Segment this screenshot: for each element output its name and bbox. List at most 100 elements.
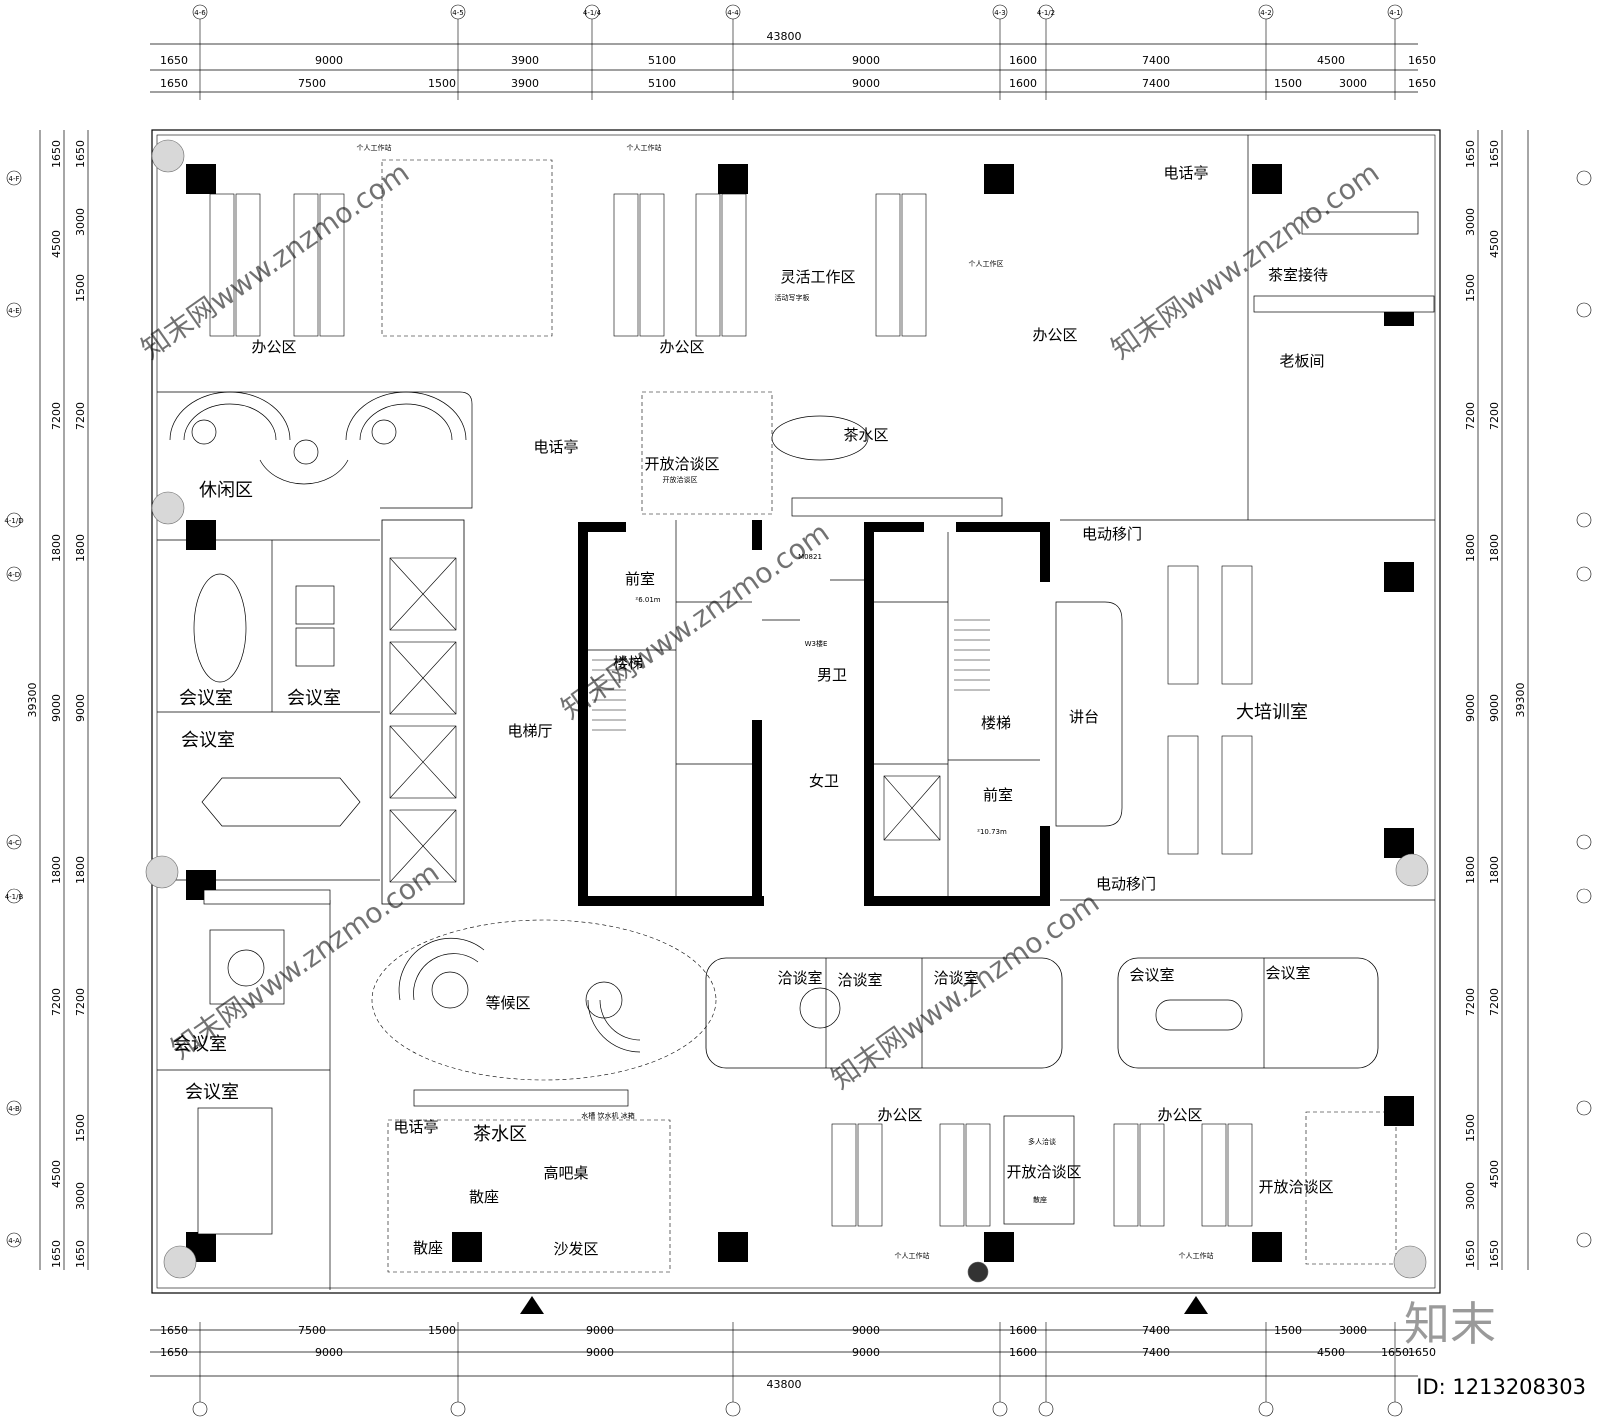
plant-icon bbox=[1393, 1245, 1427, 1279]
dim: 7500 bbox=[298, 77, 326, 90]
room-label-tea: 茶水区 bbox=[473, 1124, 527, 1145]
dim: 1650 bbox=[1381, 1346, 1409, 1359]
brand-logo: 知末 bbox=[1404, 1297, 1496, 1351]
small-label: 散座 bbox=[1033, 1195, 1047, 1204]
meeting-tables bbox=[193, 415, 1243, 1235]
dim-total-top: 43800 bbox=[767, 30, 802, 43]
room-label-podium: 讲台 bbox=[1069, 708, 1099, 726]
dim: 4500 bbox=[50, 230, 63, 258]
dim: 1500 bbox=[428, 1324, 456, 1337]
dim: 1800 bbox=[1464, 856, 1477, 884]
dim: 1800 bbox=[1464, 534, 1477, 562]
dim: 7400 bbox=[1142, 1346, 1170, 1359]
desk-clusters bbox=[209, 193, 1253, 1227]
dim: 4500 bbox=[1488, 230, 1501, 258]
axis-label: 4-E bbox=[8, 307, 19, 315]
room-label-flex: 灵活工作区 bbox=[780, 268, 855, 286]
dim: 1650 bbox=[1464, 1240, 1477, 1268]
room-label-stairs: 楼梯 bbox=[981, 714, 1011, 732]
room-label-open-talk: 开放洽谈区 bbox=[1006, 1163, 1081, 1181]
room-label-office: 办公区 bbox=[1157, 1106, 1202, 1124]
room-label-meeting: 会议室 bbox=[1129, 966, 1174, 984]
axis-label: 4-6 bbox=[194, 9, 206, 17]
room-label-phone: 电话亭 bbox=[533, 438, 578, 456]
room-label-meeting: 会议室 bbox=[179, 688, 233, 709]
small-label: 个人工作区 bbox=[969, 259, 1004, 268]
small-label: 个人工作站 bbox=[357, 143, 392, 152]
dim: 5100 bbox=[648, 77, 676, 90]
small-label: W3楼E bbox=[805, 639, 828, 648]
room-label-tea: 茶水区 bbox=[843, 426, 888, 444]
dim: 1500 bbox=[1464, 1114, 1477, 1142]
brand-id: ID: 1213208303 bbox=[1416, 1375, 1586, 1399]
dim: 1800 bbox=[1488, 534, 1501, 562]
dims-bottom: 1650 7500 1500 9000 9000 1600 7400 1500 … bbox=[160, 1324, 1436, 1391]
small-label: 活动写字板 bbox=[775, 293, 810, 302]
dim: 7200 bbox=[50, 402, 63, 430]
elevators bbox=[389, 557, 941, 883]
dim: 1650 bbox=[1488, 1240, 1501, 1268]
dim: 7400 bbox=[1142, 54, 1170, 67]
brand-mark: 知末 ID: 1213208303 bbox=[1404, 1297, 1586, 1399]
dim: 7400 bbox=[1142, 1324, 1170, 1337]
walls bbox=[151, 129, 1441, 1294]
dim: 4500 bbox=[1317, 1346, 1345, 1359]
dim: 7200 bbox=[1488, 988, 1501, 1016]
plant-icon bbox=[967, 1261, 989, 1283]
dim: 1500 bbox=[1464, 274, 1477, 302]
core bbox=[578, 520, 1050, 906]
room-label-phone: 电话亭 bbox=[393, 1118, 438, 1136]
axis-label: 4-D bbox=[8, 571, 20, 579]
dim: 1500 bbox=[1274, 77, 1302, 90]
room-label-open-talk: 开放洽谈区 bbox=[1258, 1178, 1333, 1196]
dim: 9000 bbox=[852, 1324, 880, 1337]
room-label-office: 办公区 bbox=[877, 1106, 922, 1124]
room-label-loose-seats: 散座 bbox=[469, 1188, 499, 1206]
axis-label: 4-1/2 bbox=[1037, 9, 1055, 17]
dim: 7200 bbox=[74, 402, 87, 430]
room-label-meeting: 会议室 bbox=[181, 730, 235, 751]
room-label-men-wc: 男卫 bbox=[817, 666, 847, 684]
room-label-high-bar: 高吧桌 bbox=[543, 1164, 588, 1182]
dims-top: 43800 1650 9000 3900 5100 9000 1600 7400… bbox=[160, 30, 1436, 90]
dim: 5100 bbox=[648, 54, 676, 67]
dim: 1650 bbox=[1408, 77, 1436, 90]
axis-label: 4-F bbox=[8, 175, 19, 183]
plant-icon bbox=[1395, 853, 1429, 887]
dim: 1650 bbox=[1464, 140, 1477, 168]
plant-icons bbox=[145, 139, 1429, 1283]
room-label-office: 办公区 bbox=[1032, 326, 1077, 344]
axis-label: 4-1/4 bbox=[583, 9, 602, 17]
small-labels: 个人工作站 个人工作站 个人工作区 个人工作站 个人工作站 活动写字板 开放洽谈… bbox=[357, 143, 1214, 1260]
dim: 9000 bbox=[852, 54, 880, 67]
axis-label: 4-1/D bbox=[4, 517, 23, 525]
room-label-office: 办公区 bbox=[251, 338, 296, 356]
room-label-front-room: 前室 bbox=[625, 570, 655, 588]
dim: 4500 bbox=[1488, 1160, 1501, 1188]
dim: 9000 bbox=[586, 1346, 614, 1359]
room-label-office: 办公区 bbox=[659, 338, 704, 356]
dim: 1650 bbox=[74, 140, 87, 168]
dim: 9000 bbox=[1464, 694, 1477, 722]
watermark: 知末网www.znzmo.com bbox=[555, 516, 835, 726]
dim: 7200 bbox=[1464, 402, 1477, 430]
dims-right: 39300 1650 4500 7200 1800 9000 1800 7200… bbox=[1464, 140, 1527, 1268]
room-label-negotiation: 洽谈室 bbox=[933, 969, 978, 987]
dim: 4500 bbox=[50, 1160, 63, 1188]
room-labels: 办公区 办公区 办公区 办公区 办公区 灵活工作区 电话亭 电话亭 电话亭 茶室… bbox=[173, 164, 1334, 1258]
dim: 9000 bbox=[315, 1346, 343, 1359]
dims-left: 39300 1650 4500 7200 1800 9000 1800 7200… bbox=[26, 140, 87, 1268]
room-label-meeting: 会议室 bbox=[173, 1034, 227, 1055]
axis-label: 4-C bbox=[8, 839, 20, 847]
entrance-markers bbox=[520, 1296, 1208, 1314]
dim: 7200 bbox=[1464, 988, 1477, 1016]
watermark: 知末网www.znzmo.com bbox=[1105, 156, 1385, 366]
dim: 1650 bbox=[160, 54, 188, 67]
area-label: ²10.73m bbox=[977, 828, 1007, 836]
dim: 1650 bbox=[160, 1346, 188, 1359]
axis-label: 4-4 bbox=[727, 9, 739, 17]
dim: 4500 bbox=[1317, 54, 1345, 67]
room-label-negotiation: 洽谈室 bbox=[777, 969, 822, 987]
axis-label: 4-A bbox=[8, 1237, 20, 1245]
small-label: 个人工作站 bbox=[1179, 1251, 1214, 1260]
